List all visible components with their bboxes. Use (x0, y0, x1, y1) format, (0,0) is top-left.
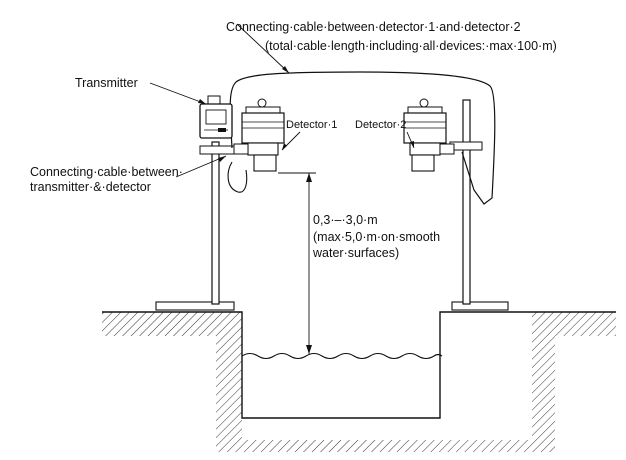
cable-transmitter-label-line1: Connecting·cable·between· (30, 165, 183, 179)
detector-1-device (233, 98, 285, 172)
distance-label-line1: 0,3·–·3,0·m (313, 213, 378, 227)
detector-connecting-cable (229, 71, 496, 205)
distance-label-line3: water·surfaces) (313, 246, 400, 260)
detector-2-device (403, 98, 455, 172)
leader-lines (149, 23, 415, 178)
right-mast (449, 99, 509, 311)
cable-between-detectors-label-line1: Connecting·cable·between·detector·1·and·… (226, 20, 521, 34)
cable-between-detectors-label-line2: (total·cable·length·including·all·device… (265, 39, 557, 53)
detector-2-label: Detector·2 (355, 119, 407, 131)
distance-dimension (278, 172, 316, 354)
left-mast (155, 141, 235, 311)
ground (102, 311, 616, 452)
cable-transmitter-label-line2: transmitter·&·detector (30, 180, 151, 194)
distance-label-line2: (max·5,0·m·on·smooth (313, 230, 441, 244)
transmitter-label: Transmitter (75, 76, 138, 90)
transmitter-device (199, 95, 233, 139)
detector-1-label: Detector·1 (286, 119, 338, 131)
water-surface (241, 352, 443, 360)
cable-loop-left (227, 161, 248, 193)
